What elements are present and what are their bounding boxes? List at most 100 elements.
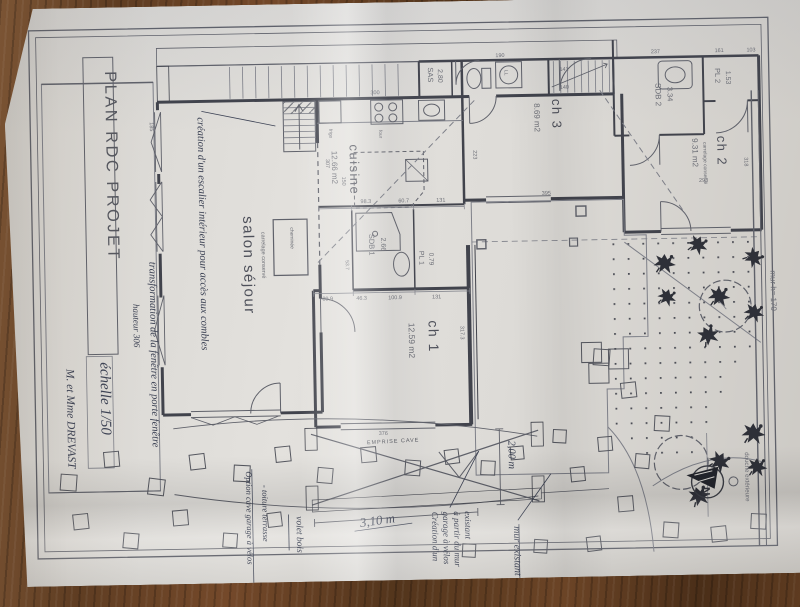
pl1-area: 0.79 [427, 253, 434, 266]
sdb2-label: SDB 2 [653, 83, 662, 107]
exterior-stair [551, 60, 609, 93]
dim-237: 237 [651, 49, 660, 55]
mur-existant-leader [517, 474, 552, 520]
dim-98-3: 98.3 [360, 199, 371, 205]
four-label: four [377, 130, 383, 139]
dim-200-note: 2,00 m [505, 441, 517, 470]
dim-395: 395 [542, 191, 551, 197]
sdb1-area: 2.66 [379, 238, 386, 252]
cheminee-label: cheminée [288, 227, 294, 249]
garden [3, 0, 773, 563]
floor-plan-sheet: PLAN RDC PROJET échelle 1/50 M. et Mme D… [3, 0, 800, 587]
north-label: N [699, 487, 713, 496]
dim-140: 140 [560, 85, 569, 91]
cuisine-area: 12.66 m2 [330, 151, 340, 185]
toilet-icon [467, 68, 491, 88]
kitchen-fixtures [317, 99, 464, 209]
pl2-label: PL 2 [713, 68, 722, 83]
dim-60-7: 60.7 [398, 198, 409, 204]
island-outline [354, 151, 425, 208]
floor-plan-drawing: PLAN RDC PROJET échelle 1/50 M. et Mme D… [3, 0, 800, 587]
north-arrow-icon [686, 467, 718, 490]
pl1-label: PL 1 [417, 251, 424, 265]
tree-icon [699, 280, 752, 333]
stair-note-leader [201, 110, 275, 127]
garage-note-3: à partir du mur [452, 511, 463, 567]
dim-185: 185 [148, 122, 154, 131]
dim-89-9: 89.9 [322, 296, 333, 302]
dim-141: 141 [559, 67, 568, 73]
dim-190: 190 [495, 53, 504, 59]
ch3-area: 8.69 m2 [532, 103, 542, 133]
garage-note-leader [449, 451, 480, 507]
passage-steps [229, 64, 398, 99]
lavelinge-label: LL [503, 70, 509, 76]
stair-note: création d'un escalier intérieur pour ac… [195, 117, 210, 350]
dim-103: 103 [746, 47, 755, 53]
dim-131a: 131 [436, 198, 445, 204]
mur-cloture-label: mur h= 170 [768, 270, 778, 311]
salon-label: salon séjour [239, 216, 258, 315]
walls [156, 37, 765, 430]
dim-100-9: 100.9 [388, 295, 402, 301]
ch2-note: carrelage conservé [701, 142, 708, 185]
garage-note-4: existant [463, 511, 474, 540]
window-lines [149, 102, 735, 433]
pavers [58, 346, 767, 565]
ch1-label: ch 1 [425, 320, 442, 353]
client-label: M. et Mme DREVAST [64, 368, 78, 470]
window-note-2: hauteur 306 [131, 304, 142, 348]
plan-title: PLAN RDC PROJET [101, 71, 122, 261]
dim-310-note: 3,10 m [358, 510, 396, 530]
room-labels: salon séjour carrelage conservé 12.66 m2… [237, 61, 782, 511]
ch3-label: ch 3 [549, 99, 565, 130]
washing-machine-icon [496, 62, 522, 88]
interior-stair [283, 101, 316, 151]
sas-dim: 2,80 [436, 69, 443, 83]
doors [244, 56, 753, 414]
handwritten-notes: création d'un escalier intérieur pour ac… [128, 112, 523, 583]
printed-dimensions: 190 141 140 237 161 103 223 395 293 318 … [147, 47, 763, 441]
dim-46-3: 46.3 [356, 296, 367, 302]
fireplace-outline [273, 219, 308, 275]
shower-icon [356, 212, 401, 251]
pl2-area: 1.53 [724, 71, 731, 85]
garage-note-1: Création d'un [430, 512, 441, 562]
shutter-note: volet bois [294, 516, 305, 553]
emprise-cave-zone [168, 104, 611, 586]
sdb2-basin-icon [658, 61, 692, 90]
dim-310-line [314, 508, 478, 527]
ch1-area: 12.59 m2 [407, 323, 418, 359]
scale-label: échelle 1/50 [96, 362, 113, 435]
dim-293: 293 [699, 178, 708, 184]
existing-wall-note: mur existant [511, 526, 523, 576]
sink-icon [418, 100, 444, 120]
douche-label: douche extérieure [743, 452, 751, 502]
washbasin-icon [393, 252, 409, 276]
fridge-icon [319, 101, 341, 123]
dim-318: 318 [742, 157, 748, 166]
tree-icon [654, 435, 709, 490]
option-note-2: - toiture terrasse [260, 485, 271, 542]
sdb1-label: SDB 1 [367, 234, 376, 256]
emprise-cave-label: EMPRISE CAVE [367, 437, 420, 446]
dim-307: 307 [324, 159, 330, 168]
cuisine-label: cuisine [347, 144, 363, 195]
stove-icon [371, 100, 403, 124]
salon-note: carrelage conservé [259, 232, 266, 279]
dim-376: 376 [379, 431, 388, 437]
frigo-label: frigo [327, 129, 333, 139]
north-compass [686, 433, 724, 517]
deck-stripes [41, 82, 160, 493]
ch2-label: ch 2 [714, 136, 730, 167]
plan-border [28, 17, 777, 559]
window-note: transformation de la fenêtre en porte fe… [146, 262, 160, 448]
garage-note-2: garage à vélos [441, 511, 452, 564]
dim-161: 161 [715, 48, 724, 54]
outdoor-shower-icon [729, 477, 738, 486]
dim-223: 223 [471, 150, 477, 159]
sas-label: SAS [426, 67, 435, 82]
dim-150: 150 [340, 177, 346, 186]
dim-317-3: 317.3 [458, 326, 464, 340]
dimension-lines [312, 203, 470, 297]
